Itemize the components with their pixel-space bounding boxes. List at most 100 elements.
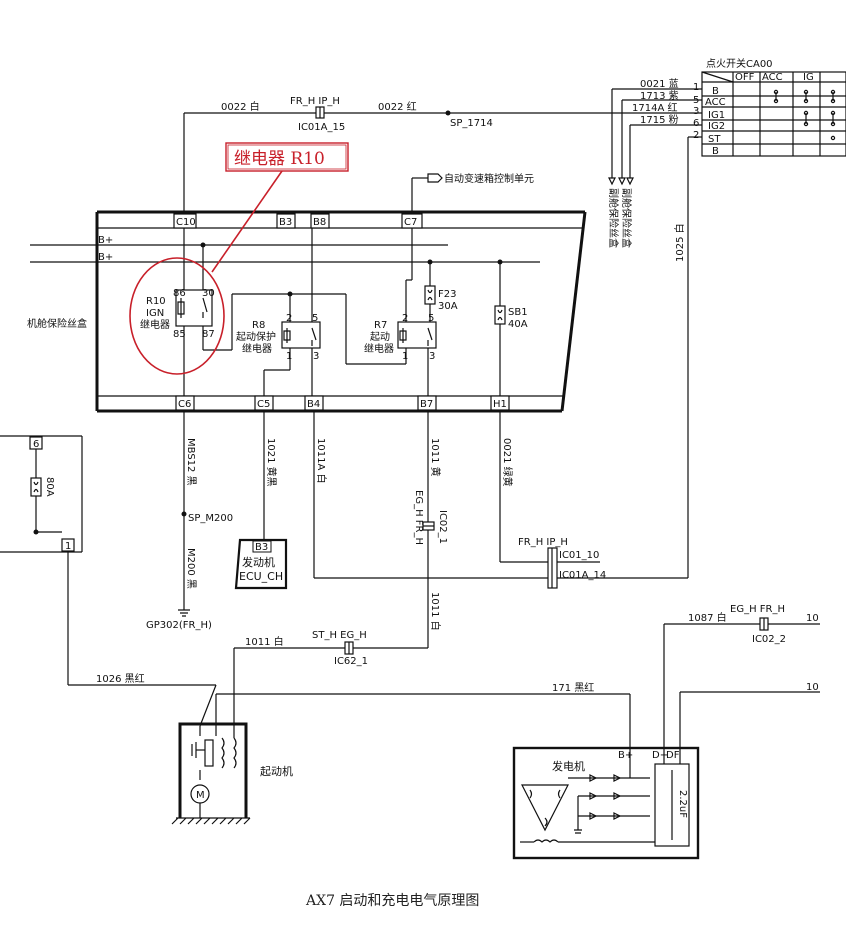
conn-eg-fr: EG_H FR_H	[413, 490, 424, 545]
col-ig: IG	[803, 72, 814, 83]
callout-circle	[129, 257, 225, 375]
row-ig2: IG2	[708, 121, 725, 132]
sb1-rating: 40A	[508, 319, 528, 330]
relay-r7	[397, 321, 437, 349]
wire-0022-red: 0022 红	[378, 100, 417, 113]
edge-10a: 10	[806, 613, 819, 624]
ecu-pin-b3: B3	[255, 542, 268, 553]
pin-c10: C10	[176, 217, 196, 228]
r8-p3: 3	[313, 351, 319, 362]
sb1-id: SB1	[508, 307, 528, 318]
starter-motor: M 起动机	[171, 722, 293, 825]
pin-b3: B3	[279, 217, 292, 228]
row-b: B	[712, 86, 719, 97]
fuse-box: 机舱保险丝盒 C10 B3 B8 C7 C6 C5 B4 B7 H1 B+ B+	[27, 210, 587, 413]
r8-p1: 1	[286, 351, 292, 362]
starter-label: 起动机	[260, 764, 293, 778]
engine-ecu	[234, 538, 288, 590]
alt-df: DF	[666, 750, 680, 761]
pin-c5: C5	[257, 399, 270, 410]
callout-label: 继电器 R10	[234, 149, 325, 169]
wire-1026: 1026 黑红	[96, 672, 145, 685]
r8-name2: 继电器	[242, 342, 272, 355]
fuse-f23	[424, 285, 436, 305]
left-fuse-rating: 80A	[44, 477, 55, 497]
wire-1011a: 1011A 白	[315, 438, 328, 483]
fuse-80a	[30, 477, 42, 497]
f23-rating: 30A	[438, 301, 458, 312]
pin-b8: B8	[313, 217, 326, 228]
wire-1715: 1715 粉	[640, 113, 679, 126]
pin-6: 6	[693, 118, 699, 129]
relay-r8	[281, 321, 321, 349]
r7-id: R7	[374, 320, 387, 331]
r10-name2: 继电器	[140, 318, 170, 331]
wire-1011-yellow: 1011 黄	[429, 438, 442, 477]
r10-id: R10	[146, 296, 166, 307]
relay-callout: 继电器 R10	[129, 142, 349, 375]
wire-171: 171 黑红	[552, 681, 594, 694]
wire-1021: 1021 黄黑	[265, 438, 278, 487]
fuse-box-label: 机舱保险丝盒	[27, 317, 87, 330]
ignition-switch: 点火开关CA00 OFF ACC IG B ACC IG1 IG2 ST B 1…	[184, 57, 846, 578]
left-pin-6: 6	[33, 439, 39, 450]
col-acc: ACC	[762, 72, 783, 83]
fuse-sb1	[494, 305, 506, 325]
row-ig1: IG1	[708, 110, 725, 121]
wire-m200: M200 黑	[185, 548, 197, 589]
wire-1713: 1713 紫	[640, 90, 679, 102]
r7-name1: 起动	[370, 331, 390, 343]
wire-0022-white: 0022 白	[221, 100, 260, 113]
pin-b7: B7	[420, 399, 433, 410]
pin-2: 2	[693, 130, 699, 141]
wire-1714a: 1714A 红	[632, 101, 677, 114]
conn-ic01a-14: IC01A_14	[559, 570, 606, 581]
wire-1011-white-h: 1011 白	[245, 635, 284, 648]
r8-name1: 起动保护	[236, 330, 276, 343]
conn-fr-ip: FR_H IP_H	[290, 96, 340, 107]
r7-p3: 3	[429, 351, 435, 362]
edge-10b: 10	[806, 682, 819, 693]
wire-0021-gy: 0021 绿黄	[501, 438, 514, 487]
row-acc: ACC	[705, 97, 726, 108]
row-b2: B	[712, 146, 719, 157]
r7-p2: 2	[402, 313, 408, 324]
fuse-box-ref-a: 副舱保险丝盒	[607, 188, 620, 248]
row-st: ST	[708, 134, 721, 145]
conn-st-eg: ST_H EG_H	[312, 630, 367, 641]
splice-spm200: SP_M200	[188, 513, 233, 524]
alt-bplus: B+	[618, 750, 633, 761]
alternator-label: 发电机	[552, 759, 585, 773]
conn-ic02-2: IC02_2	[752, 634, 786, 645]
r8-p5: 5	[312, 313, 318, 324]
left-fuse-block: 6 80A 1	[0, 435, 83, 685]
wire-1025: 1025 白	[673, 223, 686, 262]
wire-0021: 0021 蓝	[640, 78, 679, 90]
to-tcu: 自动变速箱控制单元	[444, 172, 534, 185]
r8-p2: 2	[286, 313, 292, 324]
r7-name2: 继电器	[364, 342, 394, 355]
fuse-box-ref-b: 副舱保险丝盒	[620, 188, 633, 248]
ignition-switch-table	[701, 71, 846, 157]
pin-3: 3	[693, 106, 699, 117]
r8-id: R8	[252, 320, 265, 331]
conn-fr-ip-2: FR_H IP_H	[518, 537, 568, 548]
pin-c6: C6	[178, 399, 191, 410]
ground-gp302: GP302(FR_H)	[146, 620, 212, 631]
wire-1087: 1087 白	[688, 611, 727, 624]
conn-ic62-1: IC62_1	[334, 656, 368, 667]
ignition-switch-title: 点火开关CA00	[706, 57, 773, 70]
r10-name1: IGN	[146, 308, 164, 319]
left-pin-1: 1	[65, 541, 71, 552]
r10-p85: 85	[173, 329, 186, 340]
r10-p86: 86	[173, 288, 186, 299]
wire-mbs12: MBS12 黑	[185, 438, 197, 486]
pin-h1: H1	[493, 399, 507, 410]
lower-wiring: MBS12 黑 SP_M200 M200 黑 GP302(FR_H) 1021 …	[68, 410, 820, 748]
bplus-2: B+	[98, 252, 113, 263]
conn-ic02-1: IC02_1	[437, 510, 448, 544]
alternator: B+ D+ DF 发电机 2.2uF	[512, 746, 700, 860]
alt-dplus: D+	[652, 750, 668, 761]
splice-sp1714: SP_1714	[450, 118, 493, 129]
